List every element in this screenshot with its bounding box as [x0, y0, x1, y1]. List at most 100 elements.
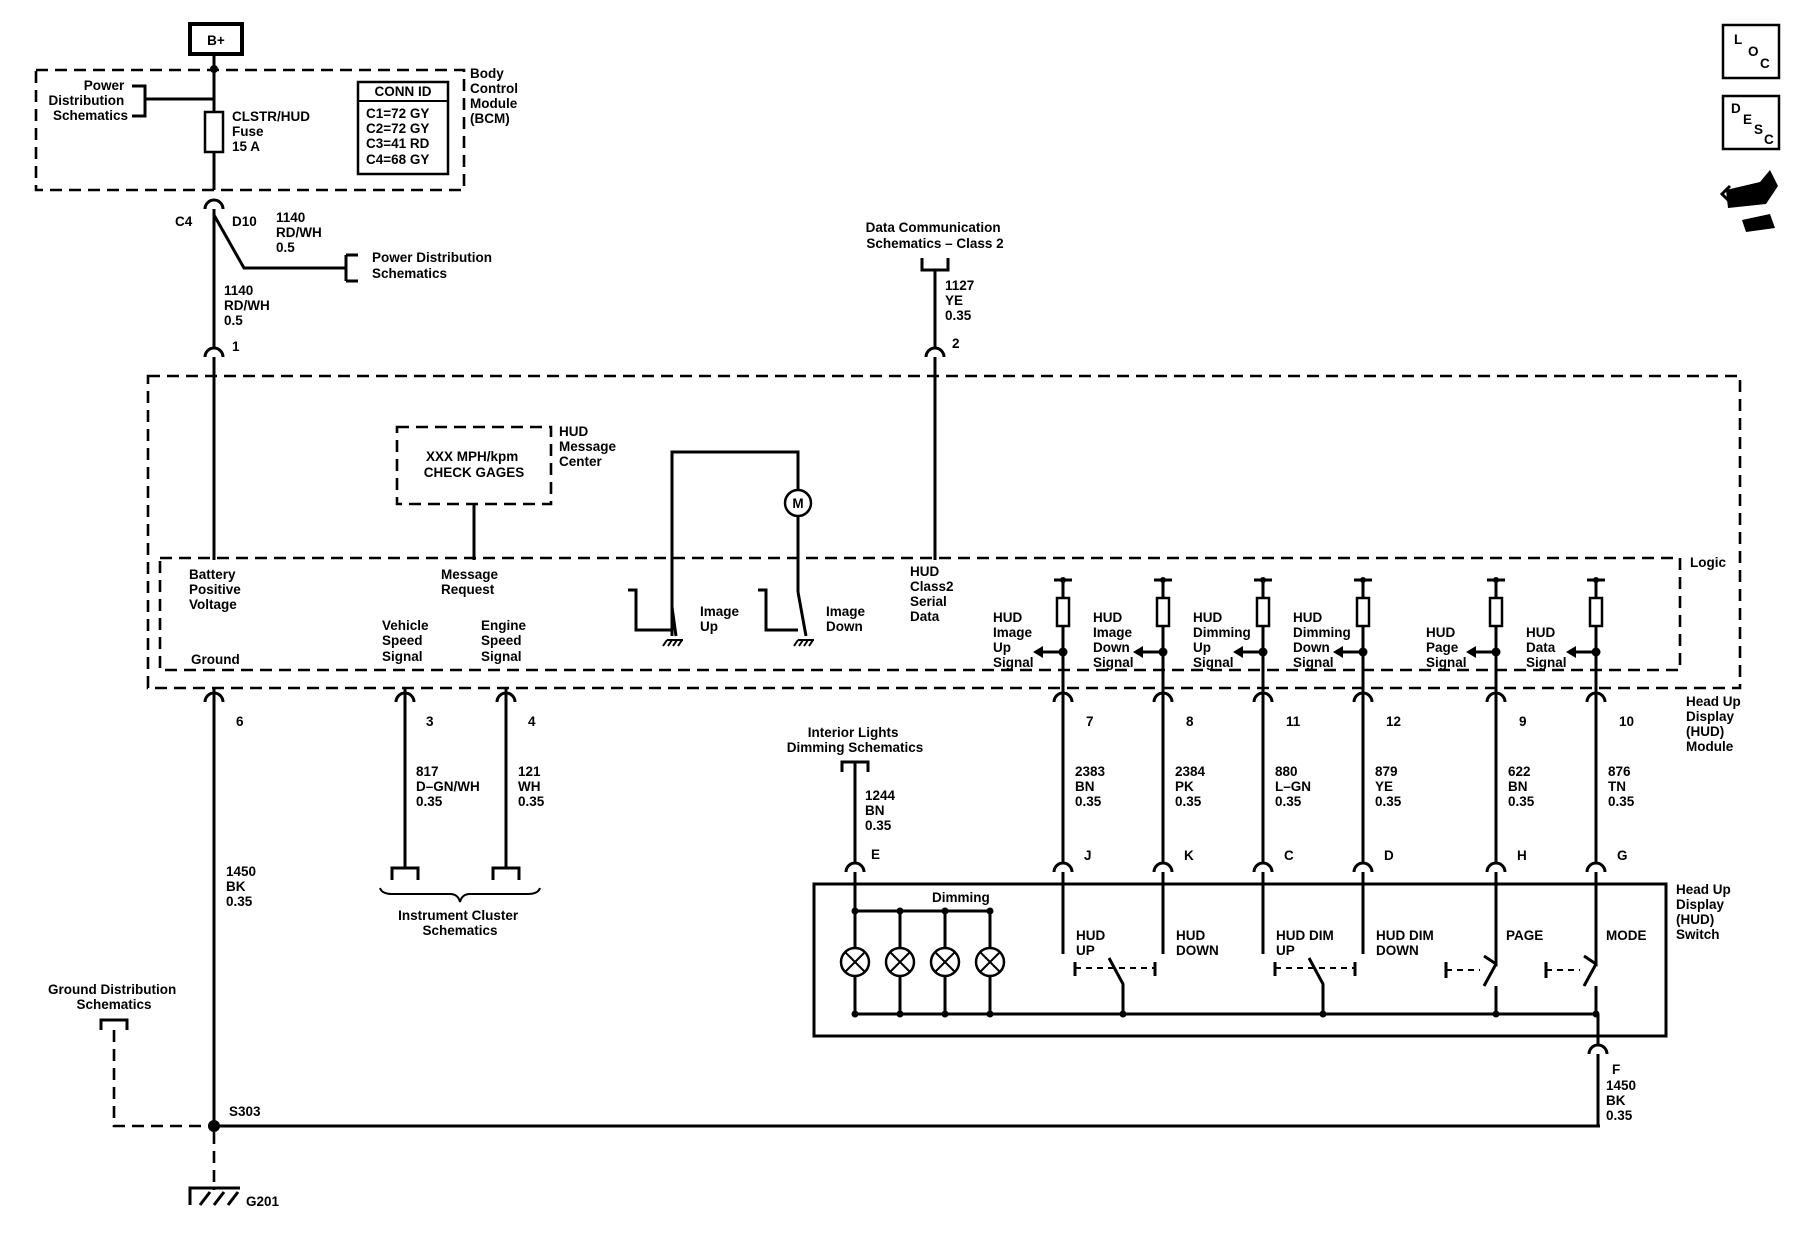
dual-switch-1: [1273, 957, 1357, 1018]
dimming-lamp-0: [839, 907, 871, 1018]
pin-J-label: J: [1084, 848, 1092, 863]
motor-symbol: [783, 488, 813, 518]
dimming-label: Dimming: [932, 890, 990, 905]
lamp-node-bottom-0: [851, 1010, 859, 1018]
interior-lights-wire: [840, 760, 870, 864]
ground-distribution-ref: Ground Distribution Schematics: [48, 982, 180, 1012]
splice-s303-label: S303: [229, 1104, 261, 1119]
connector-icon[interactable]: [1719, 170, 1778, 232]
dual-switch-0: [1073, 957, 1157, 1018]
signal-arrow-9: [1466, 646, 1476, 658]
pullup-resistor-12: [1355, 596, 1371, 628]
hud-switch-box: [812, 882, 1668, 1038]
switch-arm-4: [1482, 963, 1498, 987]
pin-8-label: 8: [1186, 714, 1194, 729]
hud-module-title: Head Up Display (HUD) Module: [1686, 694, 1745, 754]
logic-box: [158, 556, 1682, 672]
switch-label-4: PAGE: [1506, 928, 1543, 943]
conn-id-table: [356, 80, 450, 176]
lamp-node-top-0: [851, 907, 859, 915]
connector-pin-e: [844, 861, 866, 873]
bcm-title: Body Control Module (BCM): [470, 66, 522, 126]
engine-speed-signal-label: Engine Speed Signal: [481, 618, 530, 664]
connector-pin-C: [1252, 861, 1274, 873]
instrument-cluster-brace: [379, 887, 541, 903]
power-distribution-ref: Power Distribution Schematics: [372, 250, 496, 281]
bcm-power-ref-bracket: [132, 84, 214, 118]
wire-121-label: 121 WH 0.35: [518, 764, 545, 809]
image-down-label: Image Down: [826, 604, 869, 634]
hud-module-box: [146, 374, 1742, 690]
switch-label-5: MODE: [1606, 928, 1647, 943]
pin-f-label: F: [1612, 1062, 1620, 1077]
single-switch-4: [1444, 954, 1500, 1018]
pin-C-label: C: [1284, 848, 1294, 863]
image-down-ground-icon: [793, 639, 814, 647]
dual-switch-contacts-1: [1273, 962, 1357, 976]
connector-pin-f: [1587, 1043, 1609, 1055]
ground-g201-label: G201: [246, 1194, 280, 1209]
signal-arrow-11: [1233, 646, 1243, 658]
vehicle-speed-signal-label: Vehicle Speed Signal: [382, 618, 432, 664]
pin-H-label: H: [1517, 848, 1527, 863]
pin-10-label: 10: [1619, 714, 1634, 729]
bcm-power-distribution-ref: Power Distribution Schematics: [48, 78, 128, 123]
ground-label: Ground: [191, 652, 240, 667]
lamp-node-top-2: [941, 907, 949, 915]
bcm-box: [34, 68, 466, 192]
ground-g201-icon: [188, 1186, 240, 1206]
connector-pin-9: [1485, 691, 1507, 703]
motor-label: M: [792, 496, 803, 511]
pin-11-label: 11: [1286, 714, 1301, 729]
conn-id-list: C1=72 GY C2=72 GY C3=41 RD C4=68 GY: [366, 106, 433, 167]
lamp-layer: [839, 907, 1006, 1018]
pin-K-label: K: [1184, 848, 1194, 863]
connector-pin-8: [1152, 691, 1174, 703]
connector-pin-G: [1585, 861, 1607, 873]
single-switch-5: [1544, 954, 1600, 1018]
connector-pin-K: [1152, 861, 1174, 873]
hud-switch-title: Head Up Display (HUD) Switch: [1676, 882, 1735, 942]
dual-switch-blade-0: [1107, 957, 1125, 1014]
pullup-resistor-9: [1488, 596, 1504, 628]
fuse-symbol: [203, 110, 225, 154]
signal-arrow-12: [1333, 646, 1343, 658]
pin-e-label: E: [871, 847, 880, 862]
wire-1127-label: 1127 YE 0.35: [945, 278, 978, 323]
connector-pin-7: [1052, 691, 1074, 703]
lamp-node-bottom-3: [986, 1010, 994, 1018]
pin-2-label: 2: [952, 336, 960, 351]
signal-arrow-8: [1133, 646, 1143, 658]
loc-icon[interactable]: [1721, 23, 1781, 80]
connector-pin-J: [1052, 861, 1074, 873]
hud-message-center-label: HUD Message Center: [559, 424, 620, 469]
connector-pin-2: [924, 346, 946, 358]
data-comm-ref: Data Communication Schematics – Class 2: [866, 220, 1005, 251]
pullup-node-7: [1060, 577, 1066, 583]
pullup-node-9: [1493, 577, 1499, 583]
pin-7-label: 7: [1086, 714, 1094, 729]
engine-speed-wire: [491, 688, 521, 880]
connector-pin-1: [203, 346, 225, 358]
wire-1450-left-label: 1450 BK 0.35: [226, 864, 260, 909]
pullup-resistor-10: [1588, 596, 1604, 628]
image-up-switch: [628, 588, 678, 637]
lamp-cross-1: [889, 951, 911, 973]
pullup-resistor-7: [1055, 596, 1071, 628]
lamp-node-bottom-1: [896, 1010, 904, 1018]
connector-c4-d10: [203, 198, 225, 210]
wire-1140-label: 1140 RD/WH 0.5: [224, 283, 274, 328]
motor-circuit-wire: [670, 450, 800, 636]
dimming-lamp-3: [974, 907, 1006, 1018]
desc-icon[interactable]: [1721, 94, 1781, 151]
data-comm-wire: [920, 258, 950, 348]
